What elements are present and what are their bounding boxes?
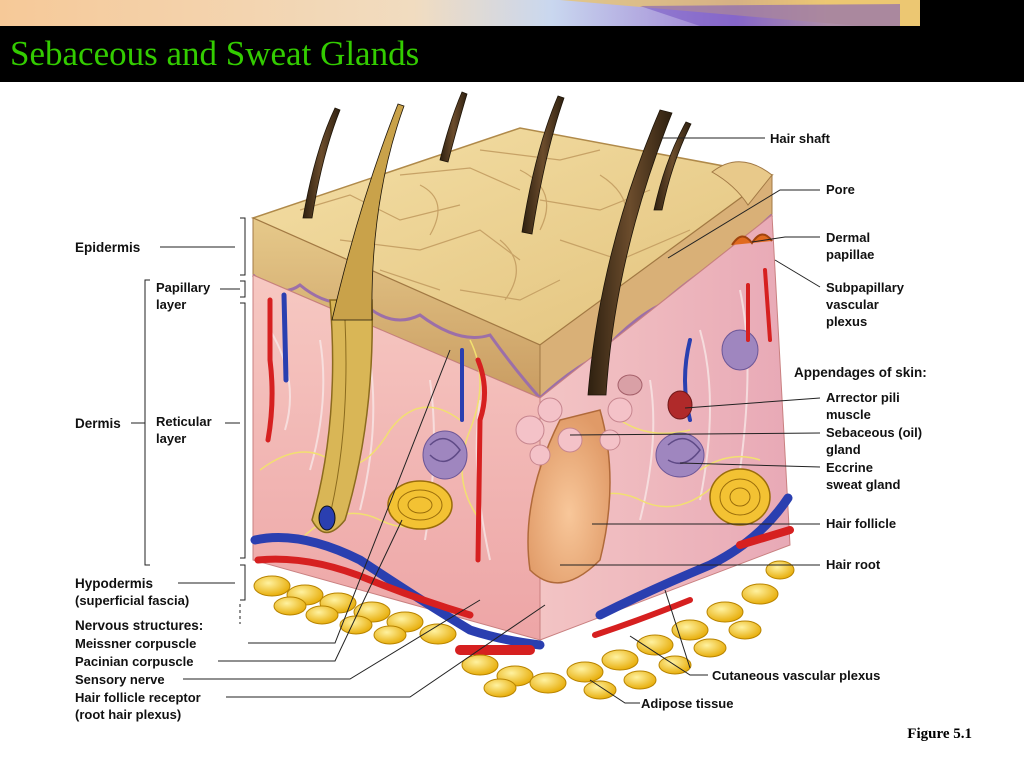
label-reticular-layer: Reticular layer (156, 414, 212, 446)
label-nervous-header: Nervous structures: (75, 618, 204, 633)
label-sensory-nerve: Sensory nerve (75, 672, 165, 687)
pore-flap (711, 161, 773, 206)
hair-follicle-left (311, 299, 374, 534)
label-hair-shaft: Hair shaft (770, 131, 830, 146)
header-banner (0, 0, 1024, 26)
label-hypodermis: Hypodermis (75, 576, 154, 591)
label-hair-follicle: Hair follicle (826, 516, 897, 531)
label-arrector-pili: Arrector pili muscle (826, 390, 900, 422)
label-dermis: Dermis (75, 416, 121, 431)
figure-caption: Figure 5.1 (907, 726, 972, 742)
label-adipose-tissue: Adipose tissue (641, 696, 734, 711)
leader-lines-left (131, 217, 546, 698)
hair-shafts (302, 91, 692, 396)
label-meissner-corpuscle: Meissner corpuscle (75, 636, 197, 651)
skin-diagram (131, 91, 821, 704)
label-eccrine-sweat-gland: Eccrine sweat gland (826, 460, 901, 492)
title-bar (0, 26, 1024, 82)
label-superficial-fascia: (superficial fascia) (75, 593, 190, 608)
hair-follicle-center (515, 374, 693, 584)
label-dermal-papillae: Dermal papillae (826, 230, 875, 262)
label-hair-root: Hair root (826, 557, 881, 572)
label-papillary-layer: Papillary layer (156, 280, 211, 312)
pacinian-corpuscles (387, 468, 771, 530)
label-epidermis: Epidermis (75, 240, 141, 255)
label-hair-follicle-receptor: Hair follicle receptor (root hair plexus… (75, 690, 201, 722)
label-cutaneous-vascular-plexus: Cutaneous vascular plexus (712, 668, 881, 683)
label-sebaceous-gland: Sebaceous (oil) gland (826, 425, 923, 457)
label-pore: Pore (826, 182, 855, 197)
label-subpapillary-plexus: Subpapillary vascular plexus (826, 280, 905, 329)
leader-lines-right (560, 137, 821, 704)
slide-title: Sebaceous and Sweat Glands (10, 34, 420, 73)
label-pacinian-corpuscle: Pacinian corpuscle (75, 654, 194, 669)
label-appendages-header: Appendages of skin: (794, 365, 927, 380)
